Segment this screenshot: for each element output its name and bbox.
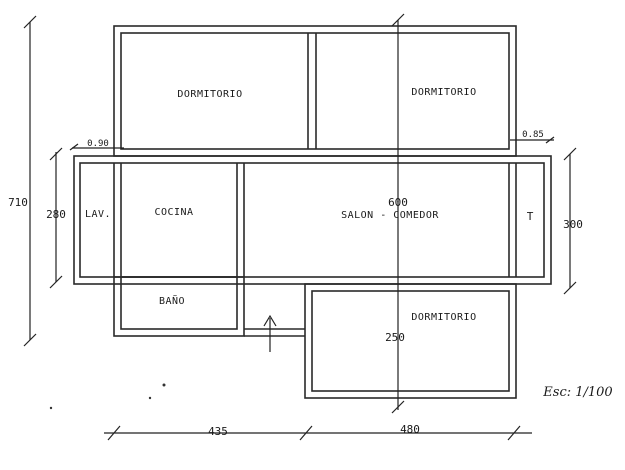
middle-band-walls xyxy=(73,155,552,285)
entrance-arrow xyxy=(263,314,277,352)
room-label-dormitorio-top-right: DORMITORIO xyxy=(411,87,476,98)
room-label-salon-comedor: SALON - COMEDOR xyxy=(341,210,439,221)
room-label-dormitorio-bottom: DORMITORIO xyxy=(411,312,476,323)
dimension-bottom-left: 435 xyxy=(208,425,228,438)
bath-walls xyxy=(113,276,305,337)
room-label-dormitorio-top-left: DORMITORIO xyxy=(177,89,242,100)
room-label-cocina: COCINA xyxy=(154,207,193,218)
dimension-wall-right: 0.85 xyxy=(522,130,544,140)
dimension-bottom-right: 480 xyxy=(400,423,420,436)
dimension-right-height: 300 xyxy=(563,218,583,231)
pen-dots xyxy=(49,383,166,410)
room-label-terraza: T xyxy=(527,210,534,223)
dimension-lines xyxy=(23,13,577,441)
room-label-bano: BAÑO xyxy=(159,294,185,307)
dimension-salon-width: 600 xyxy=(388,196,408,209)
bottom-bedroom-walls xyxy=(304,283,517,399)
scale-label: Esc: 1/100 xyxy=(542,385,612,400)
dimension-total-height: 710 xyxy=(8,196,28,209)
room-label-lavadero: LAV. xyxy=(85,209,111,220)
dimension-wall-left: 0.90 xyxy=(87,139,109,149)
dimension-dorm-bottom-height: 250 xyxy=(385,331,405,344)
dimension-left-height: 280 xyxy=(46,208,66,221)
